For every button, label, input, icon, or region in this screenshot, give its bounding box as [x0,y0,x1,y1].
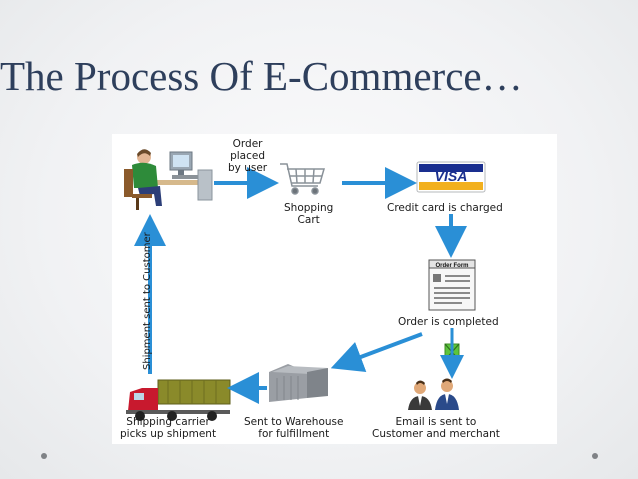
label-shipping-carrier-line2: picks up shipment [120,428,217,440]
label-email-sent-line1: Email is sent to [395,416,477,428]
ecommerce-process-diagram: VISA Order Form [112,134,557,444]
label-order-placed-line3: by user [228,162,268,174]
label-order-completed: Order is completed [398,316,499,328]
user-at-computer-icon [124,149,213,210]
visa-badge: VISA [435,168,468,184]
label-credit-card: Credit card is charged [387,202,503,214]
label-email-sent: Email is sent to Customer and merchant [372,416,500,440]
label-shopping-cart: Shopping Cart [284,202,333,226]
shopping-cart-icon [280,163,325,195]
diagram-graphics: VISA Order Form [124,149,486,421]
order-form-icon: Order Form [428,259,476,311]
label-order-placed-line2: placed [230,150,266,162]
label-email-sent-line2: Customer and merchant [372,428,500,440]
label-order-placed-line1: Order [232,138,263,150]
label-shipping-carrier-line1: Shipping carrier [126,416,210,428]
label-sent-to-warehouse: Sent to Warehouse for fulfillment [244,416,343,440]
bullet-left [41,453,47,459]
people-icon [408,378,459,410]
flow-arrows [134,167,467,404]
label-order-completed-line1: Order is completed [398,316,499,328]
arrow-form-to-warehouse [330,332,423,372]
label-order-placed: Order placed by user [228,138,267,174]
label-shopping-cart-line2: Cart [297,214,320,226]
bullet-right [592,453,598,459]
visa-card-icon: VISA [416,161,486,193]
label-shopping-cart-line1: Shopping [284,202,334,214]
label-credit-card-line1: Credit card is charged [387,202,503,214]
label-shipment-sent: Shipment sent to Customer [142,232,153,370]
order-form-badge: Order Form [435,263,468,269]
label-shipping-carrier: Shipping carrier picks up shipment [120,416,216,440]
slide-title: The Process Of E-Commerce… [0,53,523,99]
warehouse-icon [269,364,328,402]
truck-icon [126,379,231,421]
label-sent-to-warehouse-line1: Sent to Warehouse [244,416,344,428]
label-sent-to-warehouse-line2: for fulfillment [258,428,330,440]
